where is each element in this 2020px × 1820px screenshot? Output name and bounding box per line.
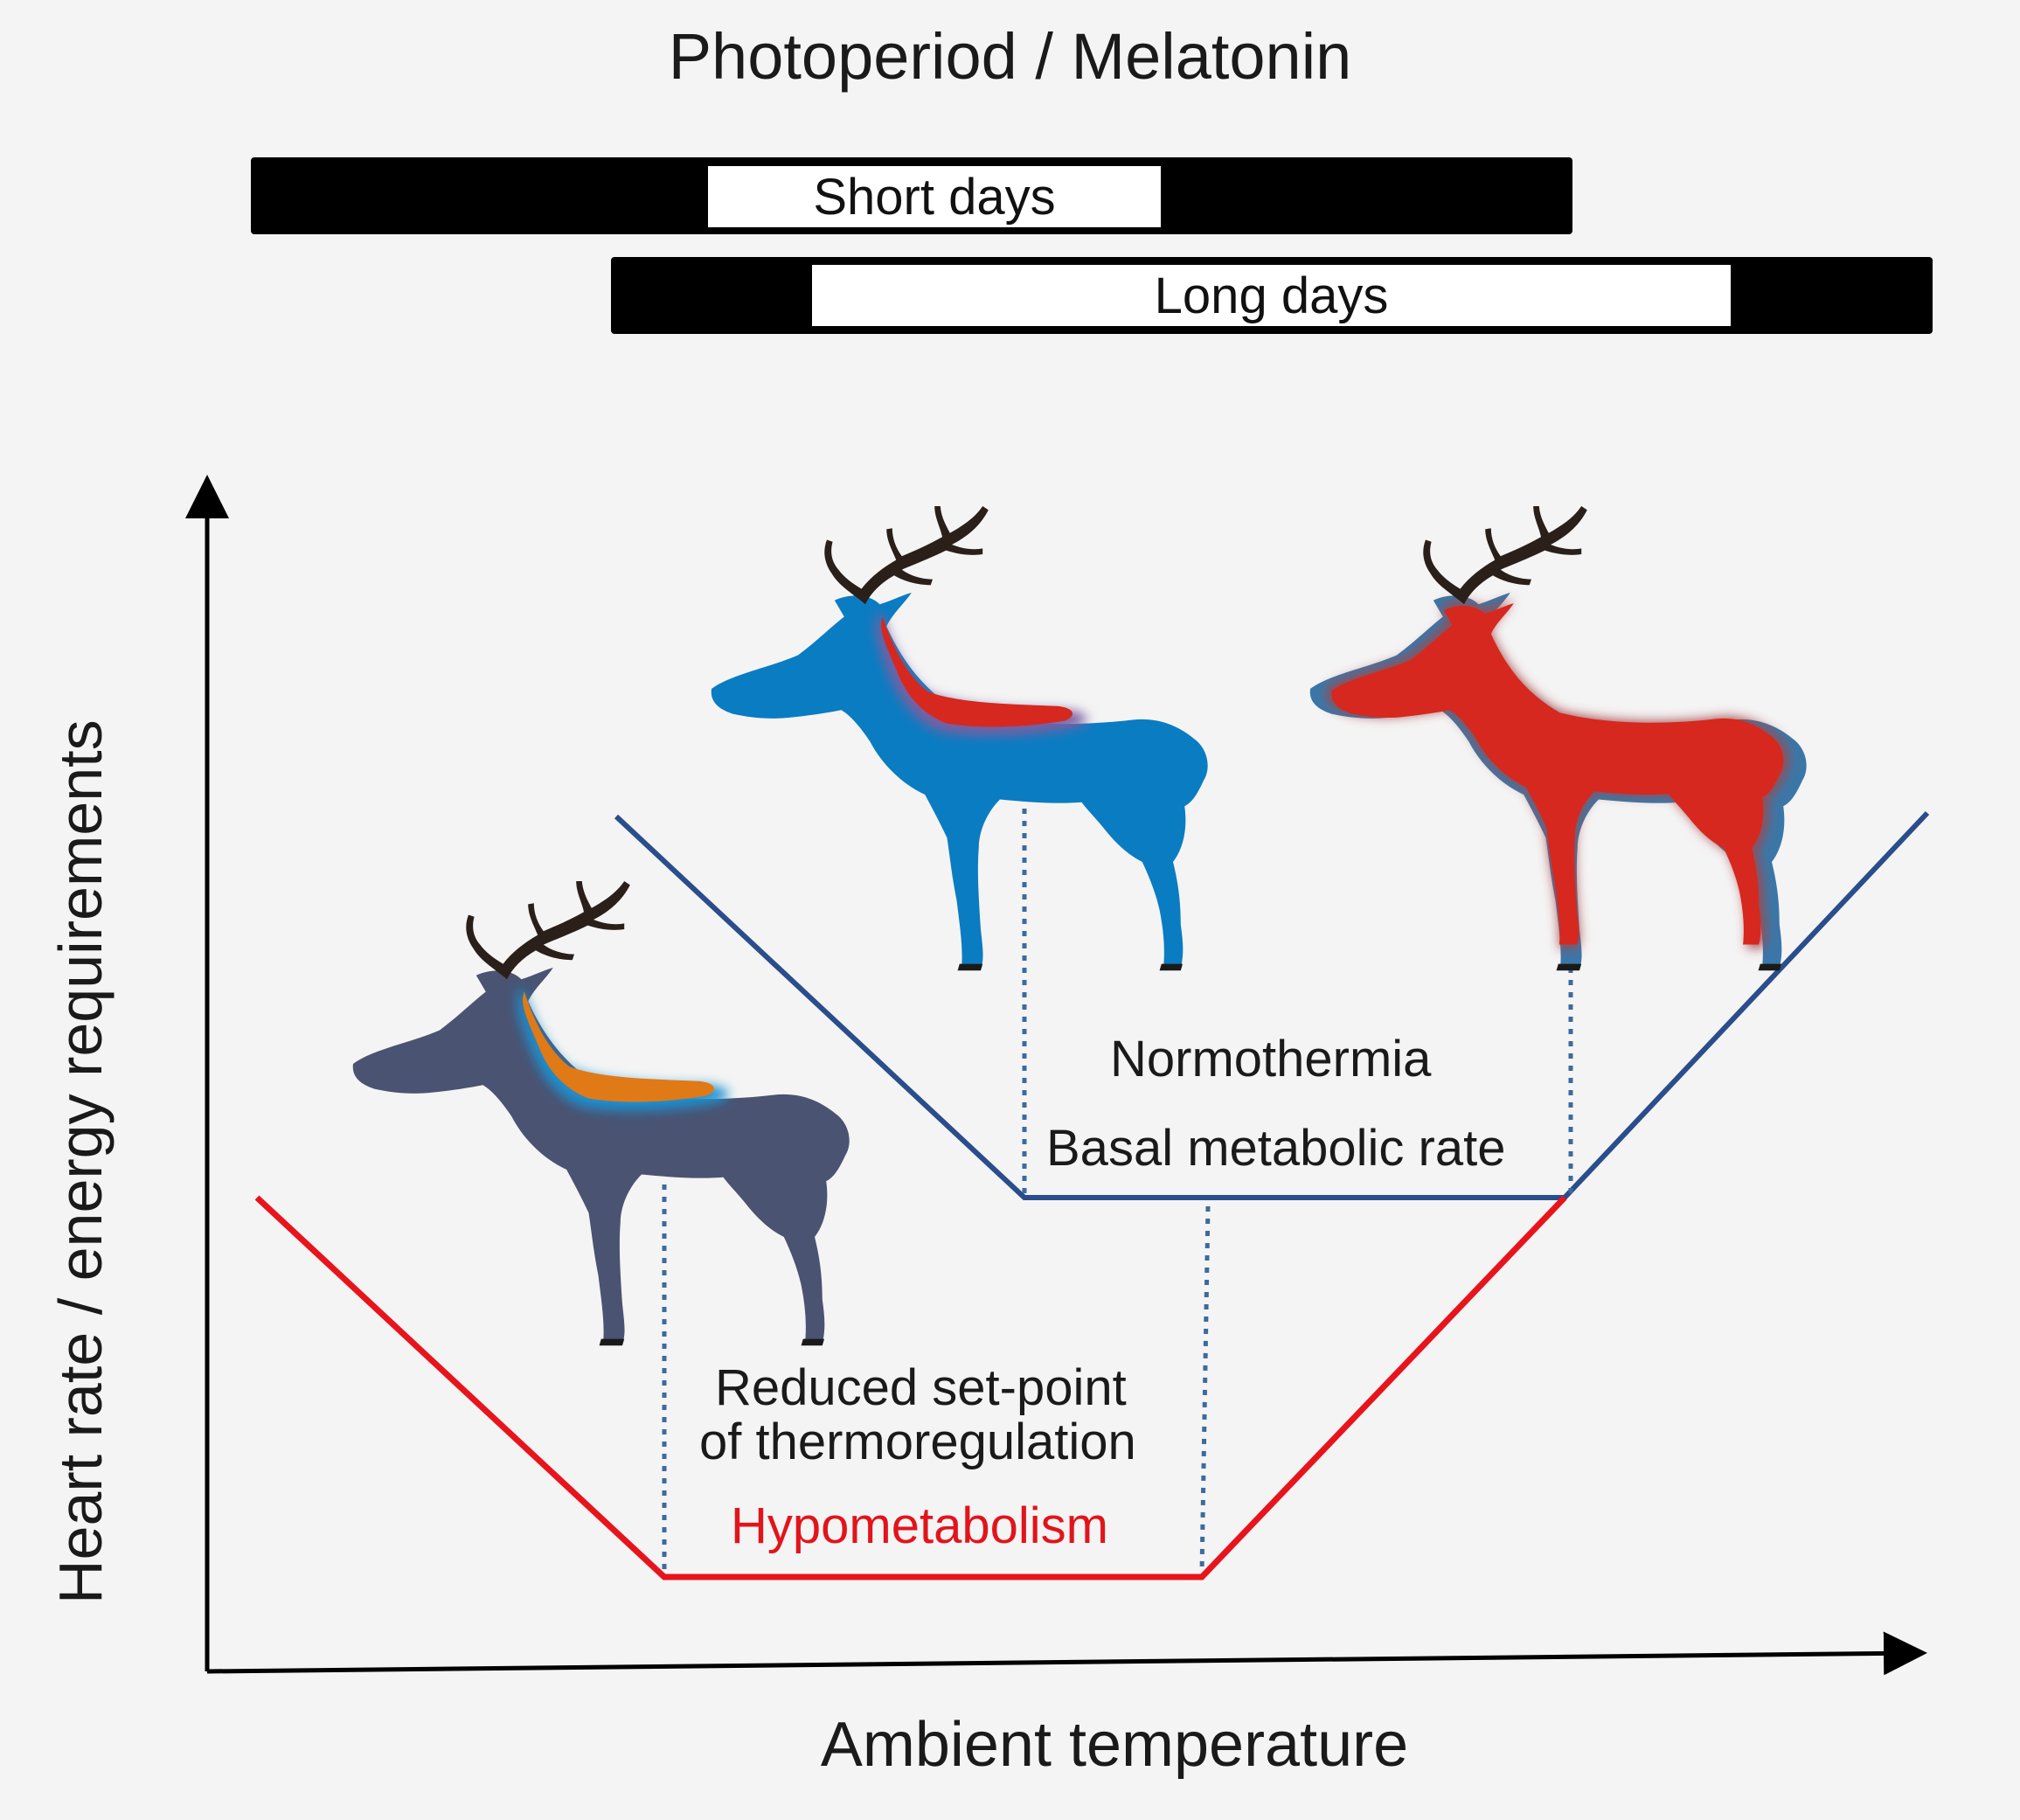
tnz-upper-reduced-marker xyxy=(1199,1205,1211,1574)
x-axis-line xyxy=(206,1631,1927,1676)
reduced-setpoint-label-line1: Reduced set-point xyxy=(715,1359,1127,1416)
short-days-label: Short days xyxy=(813,168,1056,226)
y-axis-label: Heart rate / energy requirements xyxy=(46,719,115,1604)
basal-metabolic-rate-label: Basal metabolic rate xyxy=(1046,1120,1506,1177)
normothermia-curve xyxy=(614,810,1930,1200)
diagram-title: Photoperiod / Melatonin xyxy=(668,20,1352,93)
winter-deer-illustration xyxy=(352,881,850,1346)
x-axis-label: Ambient temperature xyxy=(820,1710,1409,1780)
normothermia-warm-deer-illustration xyxy=(1309,506,1807,971)
normothermia-label: Normothermia xyxy=(1110,1031,1432,1087)
long-days-label: Long days xyxy=(1154,267,1389,324)
hypometabolism-curve xyxy=(254,1195,1567,1580)
long-days-window: Long days xyxy=(812,265,1731,326)
reduced-setpoint-label-line2: of thermoregulation xyxy=(699,1414,1136,1470)
hypometabolism-label: Hypometabolism xyxy=(731,1497,1108,1554)
normothermia-cool-deer-illustration xyxy=(711,506,1208,971)
short-days-window: Short days xyxy=(708,166,1161,227)
